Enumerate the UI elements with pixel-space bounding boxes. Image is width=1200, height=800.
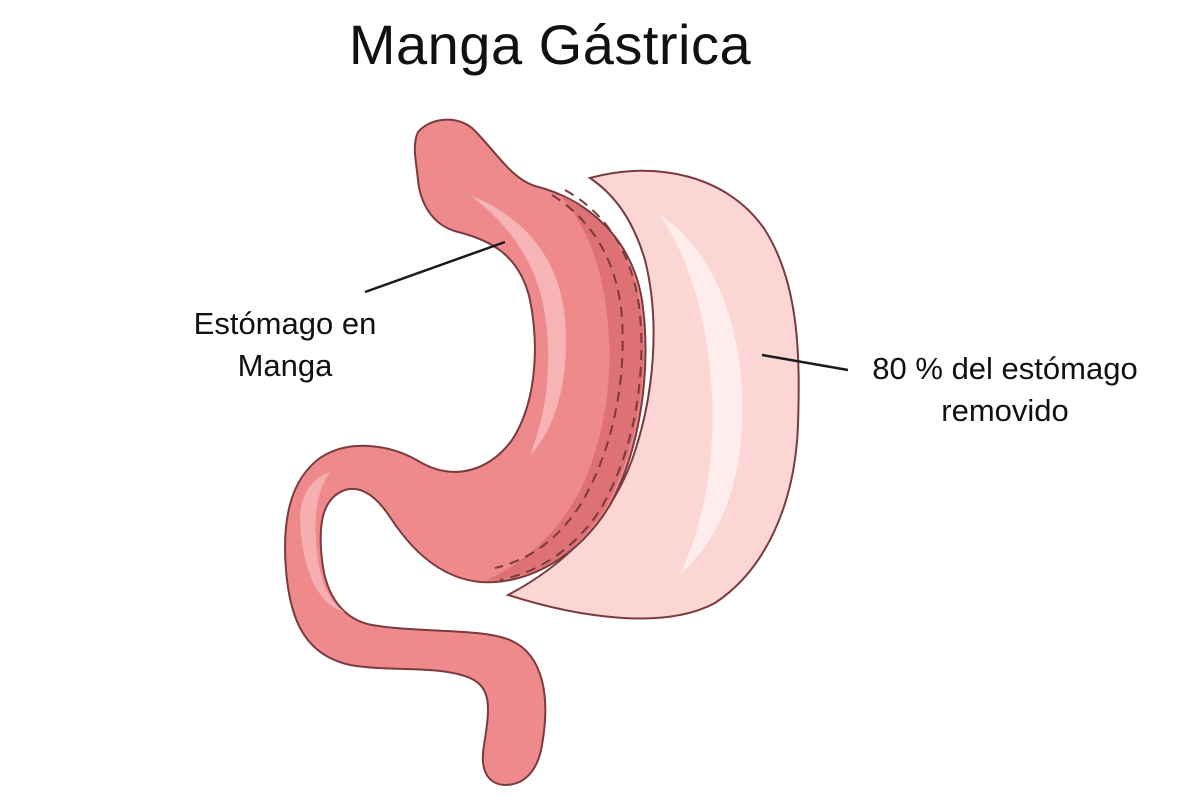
diagram-title: Manga Gástrica (348, 13, 752, 76)
sleeve-label-line1: Estómago en (193, 306, 377, 341)
sleeve-label-line2: Manga (237, 348, 333, 383)
removed-stomach-portion (505, 169, 800, 620)
staple-line-inner (494, 194, 624, 569)
removed-label-line1: 80 % del estómago (872, 351, 1138, 386)
removed-portion-highlight (660, 215, 743, 575)
removed-leader-line (761, 353, 849, 372)
sleeve-stomach-label: Estómago en Manga (170, 303, 400, 387)
duodenum-highlight (300, 472, 345, 612)
sleeve-stomach (284, 118, 647, 787)
sleeve-stomach-highlight (470, 195, 566, 455)
sleeve-stomach-shadow (487, 195, 644, 580)
removed-portion-label: 80 % del estómago removido (830, 348, 1180, 432)
sleeve-leader-line (364, 240, 506, 294)
staple-line-outer (499, 189, 643, 581)
removed-label-line2: removido (941, 393, 1069, 428)
